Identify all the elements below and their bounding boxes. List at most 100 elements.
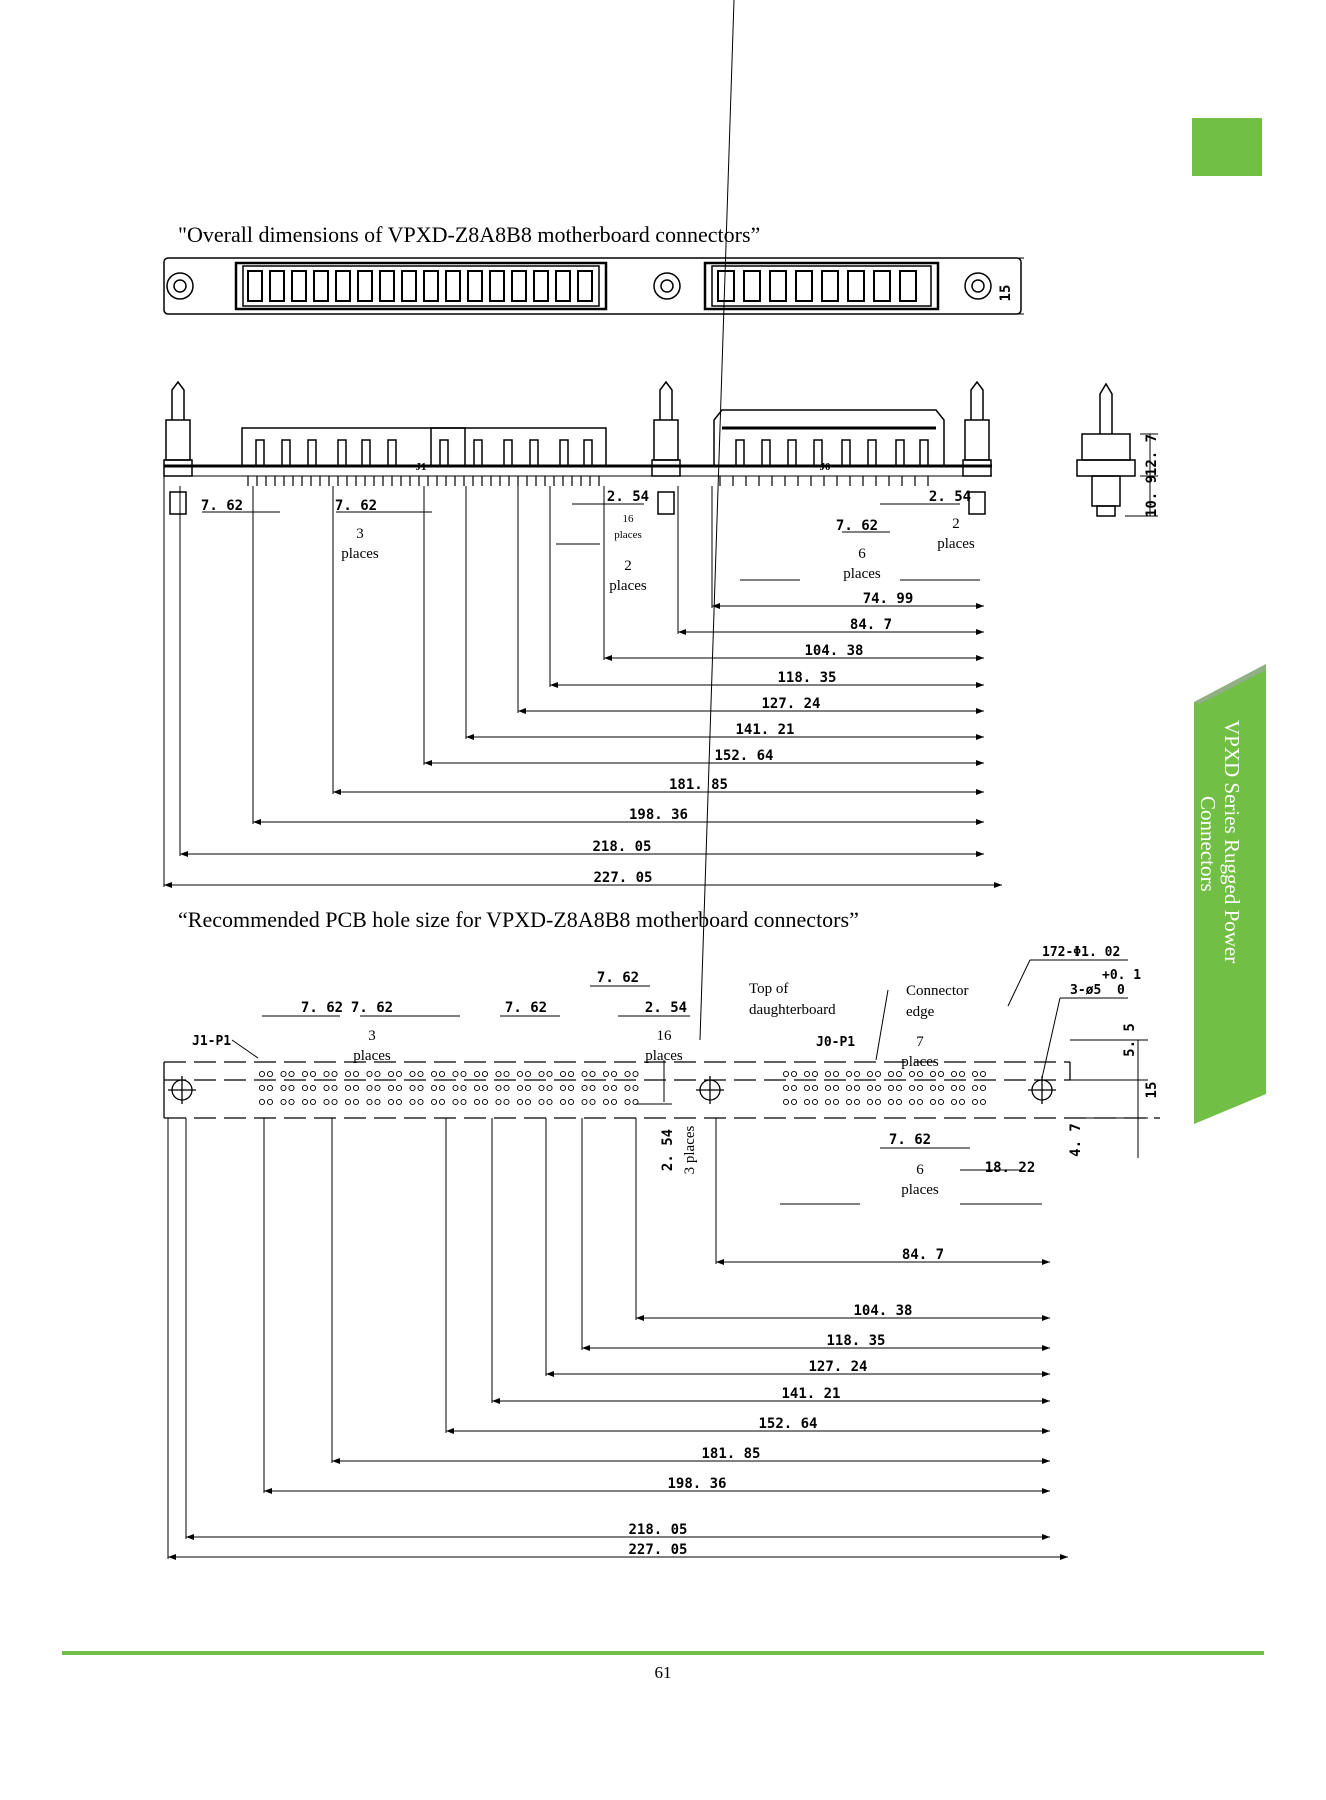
pcb-connector-edge-leader [875, 989, 889, 1061]
pcb-hole [366, 1084, 373, 1092]
front-chain-arrow [976, 708, 984, 714]
pcb-hole [866, 1098, 874, 1106]
top-slot [291, 270, 307, 302]
pcb-hole [503, 1070, 510, 1078]
pcb-hole [845, 1084, 853, 1092]
pcb-j0-p1-label: J0-P1 [816, 1035, 855, 1050]
pcb-hole [516, 1084, 524, 1092]
front-chain-arrow [976, 734, 984, 740]
front-contact [473, 439, 483, 467]
top-slot [335, 270, 351, 302]
pcb-hole [495, 1098, 502, 1106]
top-slot [269, 270, 285, 302]
pcb-hole [503, 1084, 510, 1092]
front-view-contacts [255, 439, 929, 467]
pcb-hole [460, 1084, 467, 1092]
pcb-hole [589, 1070, 596, 1078]
pcb-j1-p1-label: J1-P1 [192, 1034, 231, 1049]
top-slot [795, 270, 813, 302]
pcb-side-dim-1: 5. 5 [1122, 1023, 1138, 1057]
pcb-chain-label: 127. 24 [808, 1359, 867, 1375]
top-slot [445, 270, 461, 302]
pcb-side-dim-2: 15 [1144, 1082, 1160, 1099]
pcb-hole [352, 1084, 360, 1092]
side-tab-subtitle: Connectors [1196, 796, 1220, 892]
front-contact [787, 439, 797, 467]
front-pitch-1: 7. 62 [201, 498, 243, 514]
pcb-hole [409, 1070, 416, 1078]
pcb-hole [546, 1084, 553, 1092]
pcb-hole [481, 1070, 489, 1078]
pcb-hole [438, 1084, 446, 1092]
pcb-hole [581, 1084, 588, 1092]
front-chain-arrow [604, 655, 612, 661]
pcb-hole [811, 1098, 819, 1106]
top-view [163, 257, 1022, 315]
pcb-hole [567, 1070, 575, 1078]
pcb-hole [589, 1084, 596, 1092]
pcb-hole [301, 1084, 309, 1092]
pcb-hole [624, 1084, 631, 1092]
pcb-chain-arrow [1042, 1534, 1050, 1540]
pcb-hole [916, 1070, 924, 1078]
front-pitch-5-count: 6 [858, 546, 866, 562]
pcb-hole [803, 1084, 811, 1092]
pcb-hole [824, 1084, 832, 1092]
connector-label-j1: J1 [416, 461, 427, 473]
front-chain-label: 181. 85 [669, 777, 728, 793]
pcb-hole [832, 1098, 840, 1106]
pcb-hole [417, 1098, 424, 1106]
connector-label-j0: J0 [820, 461, 832, 473]
pcb-hole [344, 1098, 352, 1106]
front-chain-arrow [253, 819, 261, 825]
pcb-hole [344, 1084, 352, 1092]
top-slot [379, 270, 395, 302]
pcb-hole [473, 1098, 481, 1106]
top-slot [423, 270, 439, 302]
front-pitch-4-places: places [609, 578, 647, 594]
front-chain-arrow [678, 629, 686, 635]
pcb-hole [481, 1084, 489, 1092]
pcb-hole [845, 1070, 853, 1078]
front-chain-label: 104. 38 [804, 643, 863, 659]
front-chain-arrow [976, 760, 984, 766]
pcb-pitch-9-note: 3 places [682, 1125, 698, 1174]
pcb-hole [331, 1084, 338, 1092]
top-slot [743, 270, 761, 302]
front-chain-arrow [976, 819, 984, 825]
front-contact [559, 439, 569, 467]
pcb-chain-label: 227. 05 [628, 1542, 687, 1558]
pcb-hole [387, 1084, 395, 1092]
front-chain-arrow [976, 629, 984, 635]
pcb-pitch-8-places: places [901, 1054, 939, 1070]
pcb-pitch-1: 7. 62 [301, 1000, 343, 1016]
pcb-chain-arrow [582, 1345, 590, 1351]
pcb-hole [331, 1070, 338, 1078]
pcb-chain-arrow [1042, 1428, 1050, 1434]
pcb-hole [280, 1098, 287, 1106]
front-contact [813, 439, 823, 467]
pcb-hole [803, 1070, 811, 1078]
pcb-hole [301, 1098, 309, 1106]
pcb-hole [366, 1098, 373, 1106]
top-view-j0-slots [717, 270, 917, 302]
front-contact [337, 439, 347, 467]
pcb-hole [811, 1084, 819, 1092]
pcb-hole [610, 1098, 618, 1106]
front-pitch-4-count: 2 [624, 558, 632, 574]
pcb-hole [971, 1084, 979, 1092]
pcb-hole [258, 1098, 266, 1106]
pcb-chain-arrow [446, 1428, 454, 1434]
pcb-hole [845, 1098, 853, 1106]
pcb-hole [874, 1084, 882, 1092]
pcb-hole [524, 1098, 532, 1106]
pcb-hole [950, 1098, 958, 1106]
pcb-hole [581, 1098, 588, 1106]
front-contact [895, 439, 905, 467]
pcb-pitch-8-count: 7 [916, 1034, 924, 1050]
pcb-hole [323, 1098, 330, 1106]
front-contact [735, 439, 745, 467]
front-chain-arrow [976, 655, 984, 661]
pcb-hole [417, 1084, 424, 1092]
